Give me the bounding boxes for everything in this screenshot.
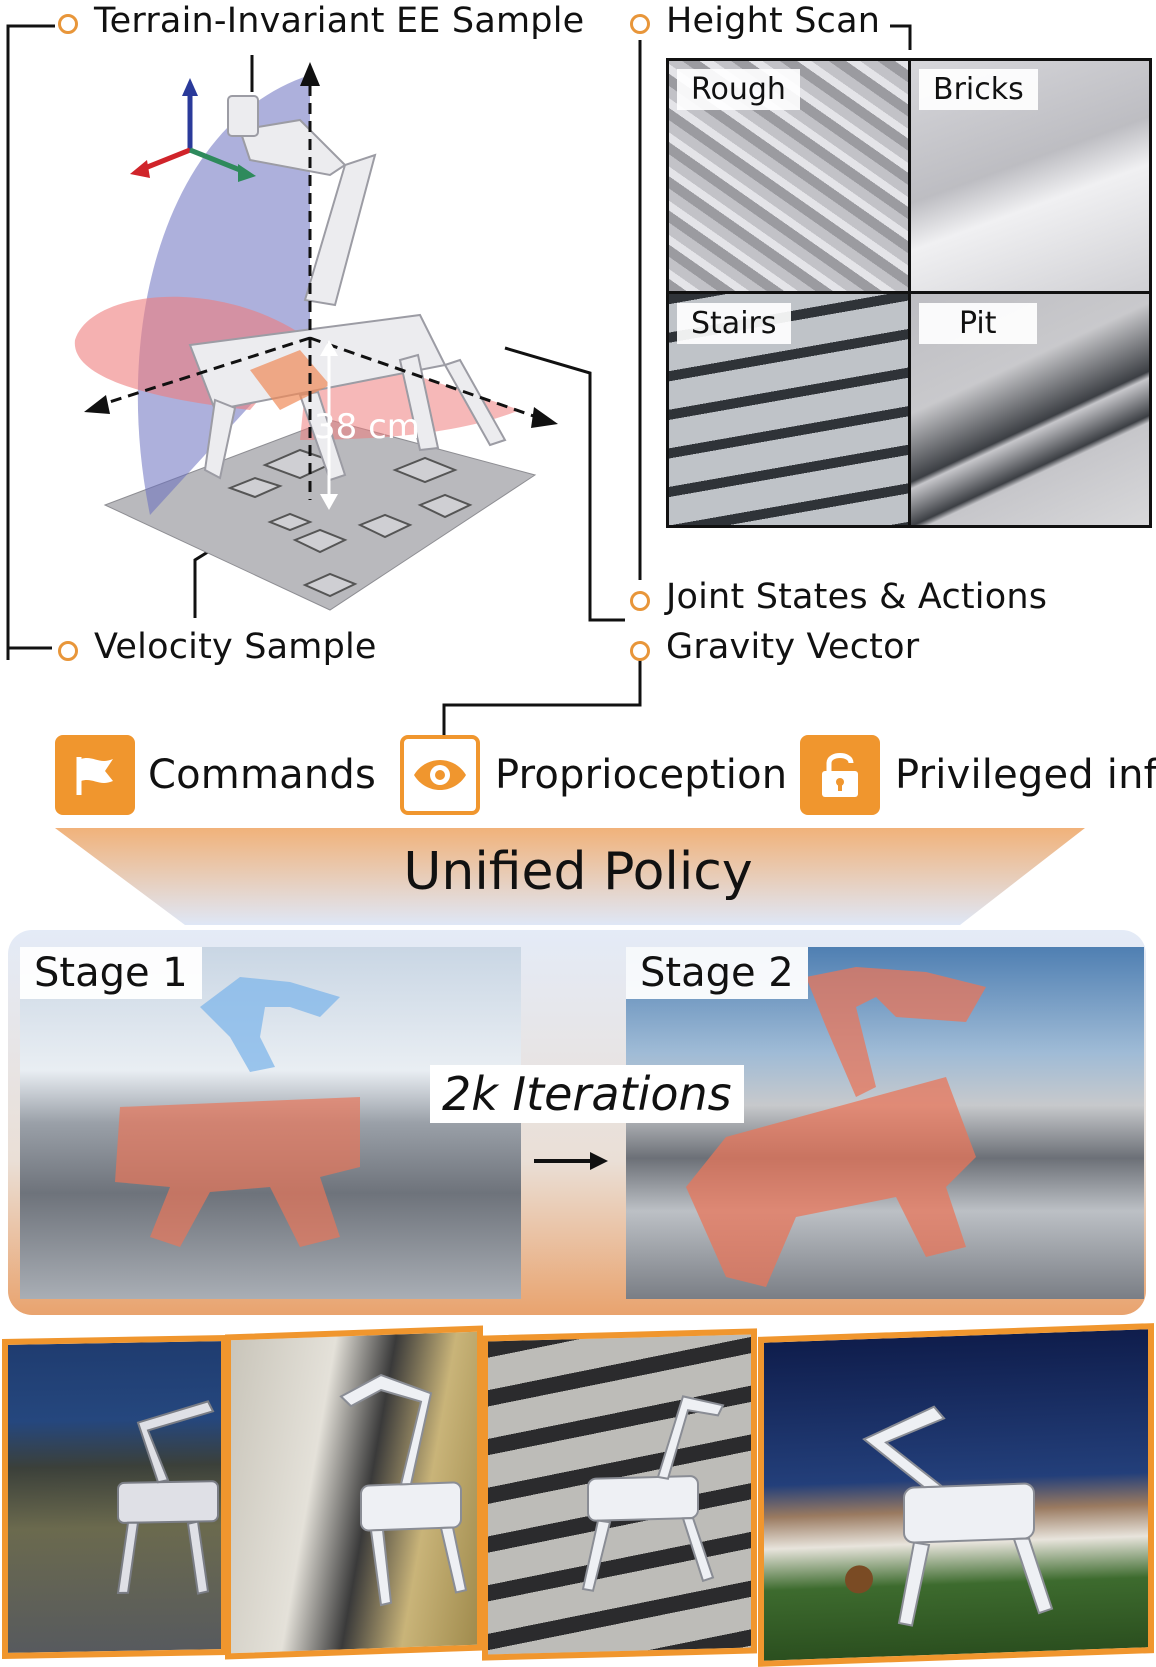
velocity-label: Velocity Sample <box>94 627 377 667</box>
ee-sample-label: Terrain-Invariant EE Sample <box>94 1 585 41</box>
privileged-label: Privileged info <box>895 752 1156 798</box>
privileged-input: Privileged info <box>800 735 1156 815</box>
real-world-photo-3 <box>482 1328 757 1661</box>
height-scan-dot <box>630 14 650 34</box>
height-scan-label: Height Scan <box>666 1 881 41</box>
proprioception-label: Proprioception <box>495 752 788 798</box>
connector-lines-right <box>442 24 912 740</box>
stage2-label: Stage 2 <box>626 947 808 999</box>
stage1-image <box>20 947 521 1299</box>
commands-label: Commands <box>148 752 377 798</box>
real-world-photo-2 <box>225 1325 483 1660</box>
terrain-label-bricks: Bricks <box>919 69 1038 110</box>
velocity-dot <box>58 641 78 661</box>
eye-icon <box>400 735 480 815</box>
stage1-robot <box>115 977 360 1247</box>
height-measure-label: 38 cm <box>314 407 420 447</box>
terrain-label-pit: Pit <box>919 303 1037 344</box>
stage2-robot <box>686 967 986 1287</box>
commands-input: Commands <box>55 735 376 815</box>
stage1-label: Stage 1 <box>20 947 202 999</box>
real-world-photo-4 <box>758 1323 1154 1667</box>
terrain-label-stairs: Stairs <box>677 303 791 344</box>
proprioception-input: Proprioception <box>400 735 787 815</box>
right-arrow-icon <box>534 1152 608 1170</box>
gravity-label: Gravity Vector <box>666 627 920 667</box>
iterations-label: 2k Iterations <box>430 1065 744 1123</box>
lock-icon <box>800 735 880 815</box>
stage2-image <box>626 947 1144 1299</box>
policy-funnel <box>55 828 1085 925</box>
terrain-grid: Rough Bricks Stairs Pit <box>666 58 1152 528</box>
joint-states-dot <box>630 591 650 611</box>
gravity-dot <box>630 641 650 661</box>
robot-sampling-illustration <box>6 24 558 660</box>
ee-sample-dot <box>58 14 78 34</box>
joint-states-label: Joint States & Actions <box>666 577 1048 617</box>
real-world-photo-1 <box>2 1335 227 1659</box>
terrain-label-rough: Rough <box>677 69 800 110</box>
flag-icon <box>55 735 135 815</box>
policy-title: Unified Policy <box>403 842 753 902</box>
